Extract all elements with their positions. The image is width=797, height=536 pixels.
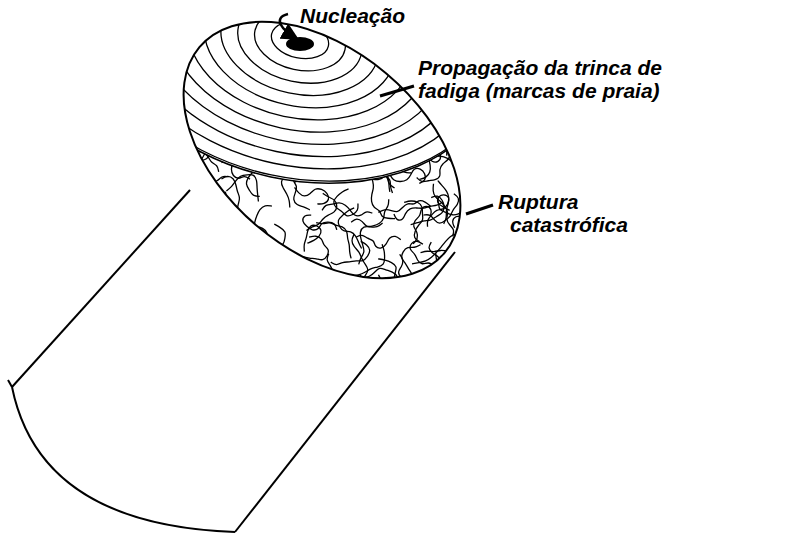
rupture-texture [155,174,180,202]
shaft-bottom-edge [12,387,235,532]
leader-arrow [280,14,296,38]
rupture-texture [246,234,263,273]
rupture-texture [249,241,283,272]
rupture-texture [424,194,459,223]
rupture-texture [160,119,190,147]
rupture-texture [229,282,264,323]
rupture-texture [198,201,222,230]
rupture-texture [303,236,329,260]
propagation-zone [75,0,524,219]
leader-line [466,205,493,214]
rupture-texture [458,97,475,135]
callout-label: Propagação da trinca de fadiga (marcas d… [418,56,688,102]
rupture-texture [338,208,361,249]
shaft-body [8,190,455,532]
leader-line [380,86,414,96]
rupture-texture [316,223,351,259]
rupture-texture [149,134,189,161]
rupture-texture [442,265,463,278]
rupture-texture [130,219,170,244]
beach-mark [77,0,524,216]
shaft-edge [8,380,12,387]
nucleation-site [286,37,314,51]
rupture-texture [147,186,187,213]
shaft-edge [235,252,455,532]
rupture-texture [404,201,423,242]
rupture-texture [474,131,508,163]
rupture-texture [378,259,396,287]
rupture-texture [436,262,446,318]
rupture-texture [431,102,475,128]
callout-label: Ruptura catastrófica [498,190,650,236]
rupture-texture [164,80,179,135]
rupture-texture [399,277,430,322]
rupture-texture [181,213,209,243]
rupture-texture [218,223,240,262]
rupture-texture [432,113,471,128]
fracture-surface [75,0,524,323]
callout-label: Nucleação [300,4,460,27]
rupture-texture [178,215,198,237]
rupture-texture [272,224,285,271]
rupture-texture [197,238,220,262]
rupture-texture [216,206,237,249]
rupture-texture [217,235,231,270]
rupture-texture [399,254,425,281]
rupture-texture [153,271,198,302]
rupture-texture [410,241,434,272]
rupture-texture [254,268,282,298]
rupture-texture [460,219,507,236]
shaft-edge [12,190,190,387]
rupture-texture [413,206,431,243]
rupture-texture [168,171,201,184]
rupture-texture [217,192,234,224]
rupture-texture [125,274,153,313]
rupture-texture [226,175,258,202]
rupture-texture [360,274,382,318]
rupture-texture [176,171,229,184]
rupture-texture [465,104,489,147]
rupture-texture [421,250,475,263]
rupture-texture [295,187,329,204]
rupture-texture [117,112,157,135]
fracture-outline [135,0,509,329]
rupture-texture [306,193,336,230]
rupture-texture [166,237,216,264]
rupture-texture [124,209,163,239]
rupture-texture [371,174,395,218]
